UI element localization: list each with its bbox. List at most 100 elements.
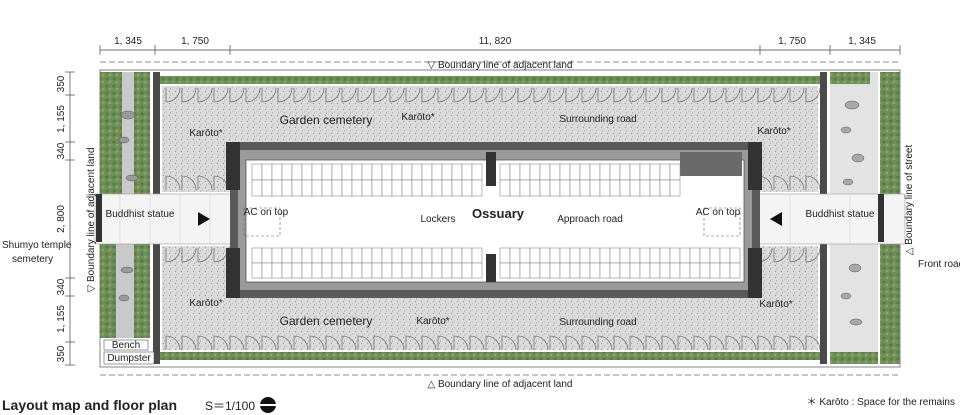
locker-cell bbox=[281, 179, 293, 197]
surrounding-road-top-label: Surrounding road bbox=[559, 114, 636, 125]
karoto-fan bbox=[661, 335, 677, 351]
karoto-fan bbox=[805, 87, 821, 103]
karoto-fan bbox=[213, 87, 229, 103]
karoto-fan bbox=[501, 335, 517, 351]
karoto-fan bbox=[645, 87, 661, 103]
buddhist-statue-right-label: Buddhist statue bbox=[806, 209, 875, 220]
locker-cell bbox=[649, 163, 661, 181]
boundary-right-label: △ Boundary line of street bbox=[904, 145, 915, 256]
plan-title: Layout map and floor plan bbox=[2, 397, 177, 413]
locker-cell bbox=[311, 179, 323, 197]
bench-label: Bench bbox=[112, 340, 140, 351]
locker-cell bbox=[391, 163, 403, 181]
locker-cell bbox=[549, 179, 561, 197]
locker-cell bbox=[579, 179, 591, 197]
locker-cell bbox=[669, 163, 681, 181]
locker-cell bbox=[729, 247, 741, 264]
locker-cell bbox=[629, 247, 641, 264]
karoto-fan bbox=[197, 87, 213, 103]
locker-cell bbox=[619, 179, 631, 197]
ac-unit-left bbox=[243, 207, 281, 237]
karoto-fan bbox=[325, 87, 341, 103]
locker-cell bbox=[679, 262, 691, 279]
locker-cell bbox=[659, 262, 671, 279]
locker-cell bbox=[549, 247, 561, 264]
karoto-fan bbox=[165, 335, 181, 351]
locker-cell bbox=[261, 179, 273, 197]
locker-cell bbox=[559, 179, 571, 197]
locker-cell bbox=[441, 247, 453, 264]
locker-cell bbox=[401, 179, 413, 197]
dim-top-3: 11, 820 bbox=[479, 36, 512, 47]
karoto-fan bbox=[277, 335, 293, 351]
locker-cell bbox=[509, 247, 521, 264]
locker-cell bbox=[261, 247, 273, 264]
locker-cell bbox=[371, 163, 383, 181]
locker-cell bbox=[361, 262, 373, 279]
karoto-fan bbox=[629, 335, 645, 351]
locker-cell bbox=[411, 262, 423, 279]
locker-cell bbox=[331, 247, 343, 264]
locker-cell bbox=[411, 163, 423, 181]
bench bbox=[103, 339, 149, 351]
approach-road-label: Approach road bbox=[557, 214, 623, 225]
dim-left-1: 350 bbox=[56, 75, 67, 92]
karoto-fan bbox=[213, 335, 229, 351]
locker-cell bbox=[639, 163, 651, 181]
locker-cell bbox=[529, 179, 541, 197]
locker-cell bbox=[331, 179, 343, 197]
locker-cell bbox=[301, 247, 313, 264]
locker-cell bbox=[589, 247, 601, 264]
dim-left-2: 1, 155 bbox=[56, 105, 67, 133]
karoto-fan bbox=[565, 335, 581, 351]
karoto-fan bbox=[325, 335, 341, 351]
locker-cell bbox=[341, 179, 353, 197]
karoto-fan bbox=[181, 335, 197, 351]
karoto-fan bbox=[229, 87, 245, 103]
karoto-label-6: Karōto* bbox=[759, 299, 792, 310]
karoto-fan bbox=[421, 335, 437, 351]
karoto-fan bbox=[341, 87, 357, 103]
locker-cell bbox=[311, 163, 323, 181]
karoto-fan bbox=[789, 247, 805, 263]
right-garden-upper bbox=[830, 72, 878, 194]
dumpster bbox=[103, 351, 155, 365]
locker-cell bbox=[699, 247, 711, 264]
locker-cell bbox=[451, 262, 463, 279]
karoto-fan bbox=[405, 87, 421, 103]
karoto-fan bbox=[437, 87, 453, 103]
locker-cell bbox=[719, 262, 731, 279]
karoto-fan bbox=[197, 335, 213, 351]
locker-cell bbox=[669, 247, 681, 264]
locker-cell bbox=[579, 163, 591, 181]
locker-cell bbox=[401, 262, 413, 279]
locker-cell bbox=[351, 262, 363, 279]
boundary-left-label: ▽ Boundary line of adjacent land bbox=[86, 147, 97, 292]
locker-cell bbox=[411, 179, 423, 197]
locker-cell bbox=[381, 179, 393, 197]
dim-left-5: 340 bbox=[56, 278, 67, 295]
karoto-fan bbox=[293, 87, 309, 103]
karoto-label-1: Karōto* bbox=[189, 128, 222, 139]
locker-cell bbox=[281, 262, 293, 279]
locker-cell bbox=[431, 163, 443, 181]
karoto-fan bbox=[389, 335, 405, 351]
karoto-fan bbox=[773, 247, 789, 263]
karoto-fan bbox=[517, 87, 533, 103]
locker-cell bbox=[311, 262, 323, 279]
locker-cell bbox=[371, 179, 383, 197]
locker-cell bbox=[321, 179, 333, 197]
locker-cell bbox=[499, 179, 511, 197]
dim-top-5: 1, 345 bbox=[848, 36, 876, 47]
locker-grid bbox=[251, 163, 741, 279]
karoto-fan bbox=[485, 87, 501, 103]
locker-cell bbox=[639, 247, 651, 264]
locker-cell bbox=[441, 179, 453, 197]
locker-cell bbox=[431, 247, 443, 264]
locker-cell bbox=[291, 163, 303, 181]
karoto-fan bbox=[741, 335, 757, 351]
locker-cell bbox=[659, 247, 671, 264]
north-arrow-icon bbox=[260, 397, 276, 413]
locker-cell bbox=[659, 179, 671, 197]
